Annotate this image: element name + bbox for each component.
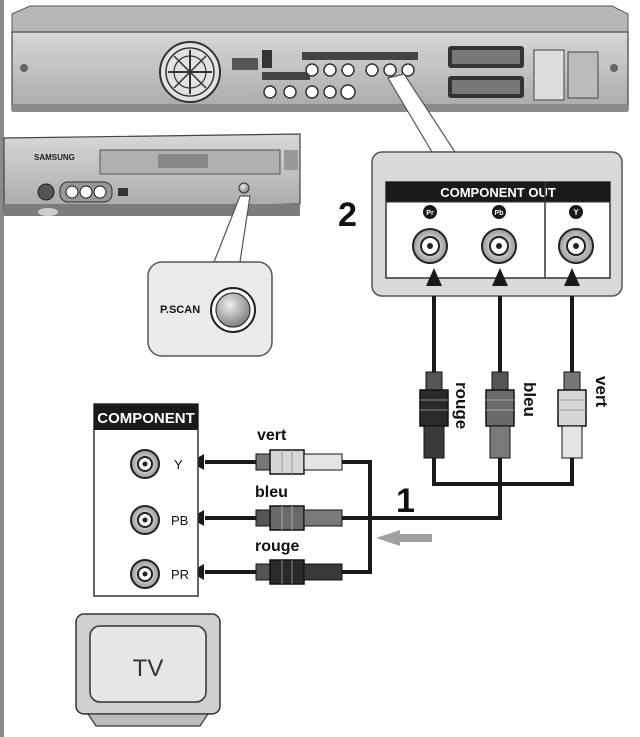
tv-label-pr: PR (171, 567, 189, 582)
antenna-icon (262, 50, 272, 68)
plug-horizontal-vert (255, 449, 343, 475)
label-strip (262, 72, 310, 80)
rear-jack-pb (383, 63, 397, 77)
tv-label-y: Y (174, 457, 183, 472)
left-label-bleu: bleu (255, 484, 288, 501)
pscan-label: P.SCAN (160, 304, 200, 316)
page-edge-bar (0, 0, 4, 737)
plug-rouge (419, 371, 449, 459)
brand-text: SAMSUNG (34, 153, 75, 162)
tv-jack-pb-icon (130, 505, 160, 535)
front-panel: SAMSUNG (3, 133, 301, 216)
direction-arrow-icon (376, 530, 432, 546)
plug-horizontal-rouge (255, 559, 343, 585)
screw-icon (20, 64, 28, 72)
arrow-up-icon (492, 268, 508, 286)
svg-text:Pb: Pb (495, 210, 504, 217)
rca-jack-pr-icon (412, 228, 448, 264)
rca-jack-pb-icon (481, 228, 517, 264)
rear-jack-y (401, 63, 415, 77)
pscan-callout: P.SCAN (147, 261, 273, 357)
plug-vert (557, 371, 587, 459)
component-out-zoom: COMPONENT OUT Pr Pb Y (371, 151, 623, 297)
fan-icon (159, 41, 221, 103)
left-label-rouge: rouge (255, 538, 300, 555)
pscan-button-small (238, 182, 250, 194)
component-in-header (94, 404, 198, 430)
component-out-header (386, 182, 610, 202)
tv-jack-pr-icon (130, 559, 160, 589)
component-out-strip (362, 52, 418, 60)
rca-jack-y-icon (558, 228, 594, 264)
tv-label: TV (133, 655, 164, 682)
jack-badge-pr: Pr (423, 205, 437, 219)
cable-label-bleu: bleu (520, 382, 539, 417)
component-out-title: COMPONENT OUT (440, 185, 556, 200)
arrow-up-icon (426, 268, 442, 286)
tv-component-panel: COMPONENT Y PB PR (93, 403, 199, 597)
plug-bleu (485, 371, 515, 459)
screw-icon (610, 64, 618, 72)
tv-jack-y-icon (130, 449, 160, 479)
plug-horizontal-bleu (255, 505, 343, 531)
cable-label-rouge: rouge (452, 382, 471, 429)
svg-text:Pr: Pr (426, 210, 434, 217)
svg-text:Y: Y (573, 208, 579, 217)
jack-badge-pb: Pb (492, 205, 506, 219)
component-in-title: COMPONENT (97, 410, 195, 427)
tv-label-pb: PB (171, 513, 188, 528)
arrow-up-icon (564, 268, 580, 286)
port-icon (232, 58, 258, 70)
rear-panel (11, 5, 629, 112)
tv-icon: TV (75, 613, 221, 727)
left-label-vert: vert (257, 427, 287, 444)
cable-label-vert: vert (592, 376, 611, 408)
rear-jack-pr (365, 63, 379, 77)
step-1-number: 1 (396, 482, 415, 520)
cable-bundle (205, 296, 574, 574)
step-2-number: 2 (338, 196, 357, 234)
jack-badge-y: Y (569, 205, 583, 219)
